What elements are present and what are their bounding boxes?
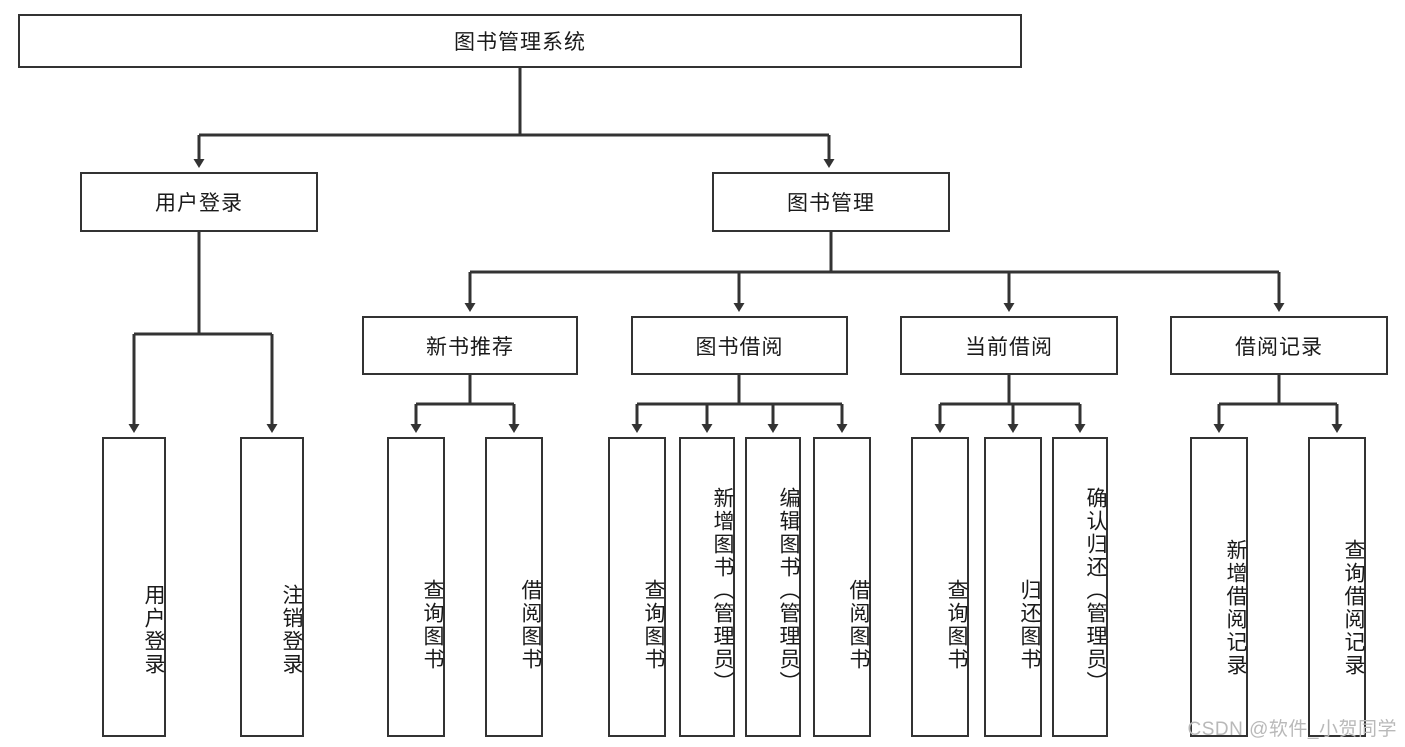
new-book-recommend-to-leaves-connectors	[410, 375, 520, 433]
node-leaf-query-book-recommend[interactable]: 查询图书	[387, 437, 445, 737]
node-label: 用户登录	[155, 192, 243, 215]
book-borrow-to-leaves-connectors	[631, 375, 848, 433]
node-leaf-query-borrow-record[interactable]: 查询借阅记录	[1308, 437, 1366, 737]
node-label: 查询图书	[421, 579, 444, 671]
borrow-record-to-leaves-connectors	[1213, 375, 1343, 433]
node-label: 图书管理系统	[454, 31, 586, 54]
node-label: 借阅记录	[1235, 335, 1323, 359]
node-label: 借阅图书	[519, 579, 542, 671]
node-label: 查询图书	[642, 579, 665, 671]
csdn-watermark: CSDN @软件_小贺同学	[1187, 719, 1397, 740]
node-label: 图书管理	[787, 192, 875, 215]
node-label: 新书推荐	[426, 335, 514, 359]
node-leaf-logout[interactable]: 注销登录	[240, 437, 304, 737]
node-leaf-query-book-current[interactable]: 查询图书	[911, 437, 969, 737]
node-leaf-confirm-return[interactable]: 确认归还（管理员）	[1052, 437, 1108, 737]
node-leaf-borrow-book-recommend[interactable]: 借阅图书	[485, 437, 543, 737]
node-leaf-add-borrow-record[interactable]: 新增借阅记录	[1190, 437, 1248, 737]
node-label: 归还图书	[1018, 579, 1041, 671]
node-leaf-return-book[interactable]: 归还图书	[984, 437, 1042, 737]
root-to-level1-connectors	[193, 68, 835, 168]
node-label: 图书借阅	[695, 335, 784, 359]
node-label: 注销登录	[280, 584, 303, 676]
node-label: 借阅图书	[847, 579, 870, 671]
current-borrow-to-leaves-connectors	[934, 375, 1086, 433]
node-current-borrow[interactable]: 当前借阅	[900, 316, 1118, 375]
node-label: 新增借阅记录	[1224, 539, 1247, 677]
node-root-system[interactable]: 图书管理系统	[18, 14, 1022, 68]
node-leaf-add-book[interactable]: 新增图书（管理员）	[679, 437, 735, 737]
node-leaf-edit-book[interactable]: 编辑图书（管理员）	[745, 437, 801, 737]
node-label: 确认归还（管理员）	[1084, 486, 1107, 694]
node-label: 当前借阅	[965, 335, 1053, 359]
node-label: 用户登录	[142, 584, 165, 676]
node-label: 查询借阅记录	[1342, 539, 1365, 677]
node-book-borrow[interactable]: 图书借阅	[631, 316, 848, 375]
node-label: 编辑图书（管理员）	[777, 486, 800, 694]
node-new-book-recommend[interactable]: 新书推荐	[362, 316, 578, 375]
node-leaf-borrow-book[interactable]: 借阅图书	[813, 437, 871, 737]
node-label: 查询图书	[945, 579, 968, 671]
node-borrow-record[interactable]: 借阅记录	[1170, 316, 1388, 375]
node-leaf-query-book-borrow[interactable]: 查询图书	[608, 437, 666, 737]
node-book-manage[interactable]: 图书管理	[712, 172, 950, 232]
user-login-to-leaves-connectors	[128, 232, 278, 433]
node-label: 新增图书（管理员）	[711, 486, 734, 694]
node-leaf-user-login[interactable]: 用户登录	[102, 437, 166, 737]
node-user-login[interactable]: 用户登录	[80, 172, 318, 232]
book-manage-to-level2-connectors	[464, 232, 1285, 312]
